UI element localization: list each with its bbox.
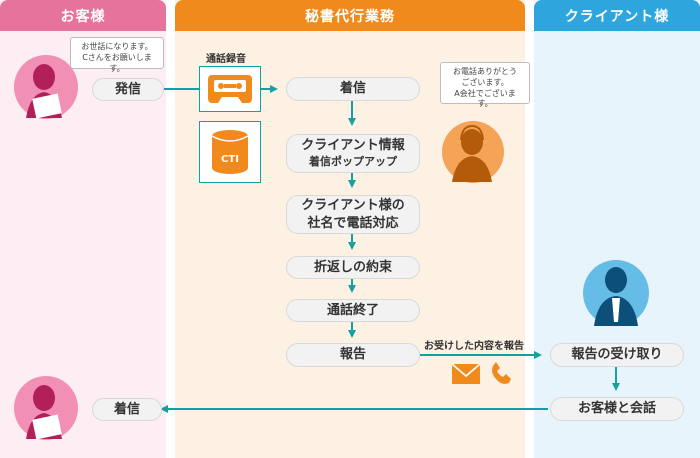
secretary-bubble-line3: A会社でございます。 bbox=[454, 88, 516, 109]
customer-lane-title: お客様 bbox=[60, 8, 106, 25]
customer-call-out-box: 発信 bbox=[92, 78, 164, 101]
respond-line1: クライアント様の bbox=[301, 197, 405, 213]
cti-text: CTI bbox=[221, 154, 239, 165]
customer-incoming-box: 着信 bbox=[92, 398, 162, 421]
report-label: 報告 bbox=[339, 347, 366, 363]
customer-call-out-label: 発信 bbox=[114, 81, 141, 97]
respond-line2: 社名で電話対応 bbox=[307, 215, 399, 231]
cti-box: CTI bbox=[199, 121, 261, 183]
secretary-bubble-line1: お電話ありがとう bbox=[453, 67, 517, 76]
secretary-lane-header: 秘書代行業務 bbox=[175, 0, 525, 31]
report-arrow-label: お受けした内容を報告 bbox=[424, 341, 524, 352]
client-info-line2: 着信ポップアップ bbox=[309, 154, 397, 168]
secretary-speech-bubble: お電話ありがとう ございます。 A会社でございます。 bbox=[440, 62, 530, 108]
receive-report-box: 報告の受け取り bbox=[550, 343, 684, 367]
promise-callback-box: 折返しの約束 bbox=[286, 256, 420, 279]
client-info-popup-box: クライアント情報 着信ポップアップ bbox=[286, 134, 420, 173]
customer-incoming-label: 着信 bbox=[113, 401, 140, 417]
customer-speech-bubble: お世話になります。 Cさんをお願いします。 bbox=[70, 37, 164, 73]
secretary-incoming-box: 着信 bbox=[286, 77, 420, 101]
cassette-recorder-icon bbox=[208, 75, 252, 103]
receive-report-label: 報告の受け取り bbox=[571, 347, 663, 363]
customer-lane-header: お客様 bbox=[0, 0, 166, 31]
recorder-box bbox=[199, 66, 261, 112]
database-cti-icon: CTI bbox=[211, 130, 249, 174]
call-end-label: 通話終了 bbox=[326, 302, 379, 318]
report-box: 報告 bbox=[286, 343, 420, 367]
secretary-incoming-label: 着信 bbox=[339, 81, 366, 97]
client-lane-title: クライアント様 bbox=[564, 8, 670, 25]
call-end-box: 通話終了 bbox=[286, 299, 420, 322]
promise-label: 折返しの約束 bbox=[313, 259, 392, 275]
client-lane: クライアント様 bbox=[534, 0, 700, 458]
customer-bubble-line2: Cさんをお願いします。 bbox=[82, 52, 152, 73]
client-lane-header: クライアント様 bbox=[534, 0, 700, 31]
respond-with-client-name-box: クライアント様の 社名で電話対応 bbox=[286, 195, 420, 234]
client-info-line1: クライアント情報 bbox=[301, 138, 405, 154]
secretary-lane-title: 秘書代行業務 bbox=[305, 8, 395, 25]
recording-label: 通話録音 bbox=[206, 54, 246, 65]
talk-with-customer-box: お客様と会話 bbox=[550, 397, 684, 421]
customer-bubble-line1: お世話になります。 bbox=[81, 42, 153, 51]
secretary-bubble-line2: ございます。 bbox=[461, 77, 509, 87]
talk-with-customer-label: お客様と会話 bbox=[577, 401, 656, 417]
